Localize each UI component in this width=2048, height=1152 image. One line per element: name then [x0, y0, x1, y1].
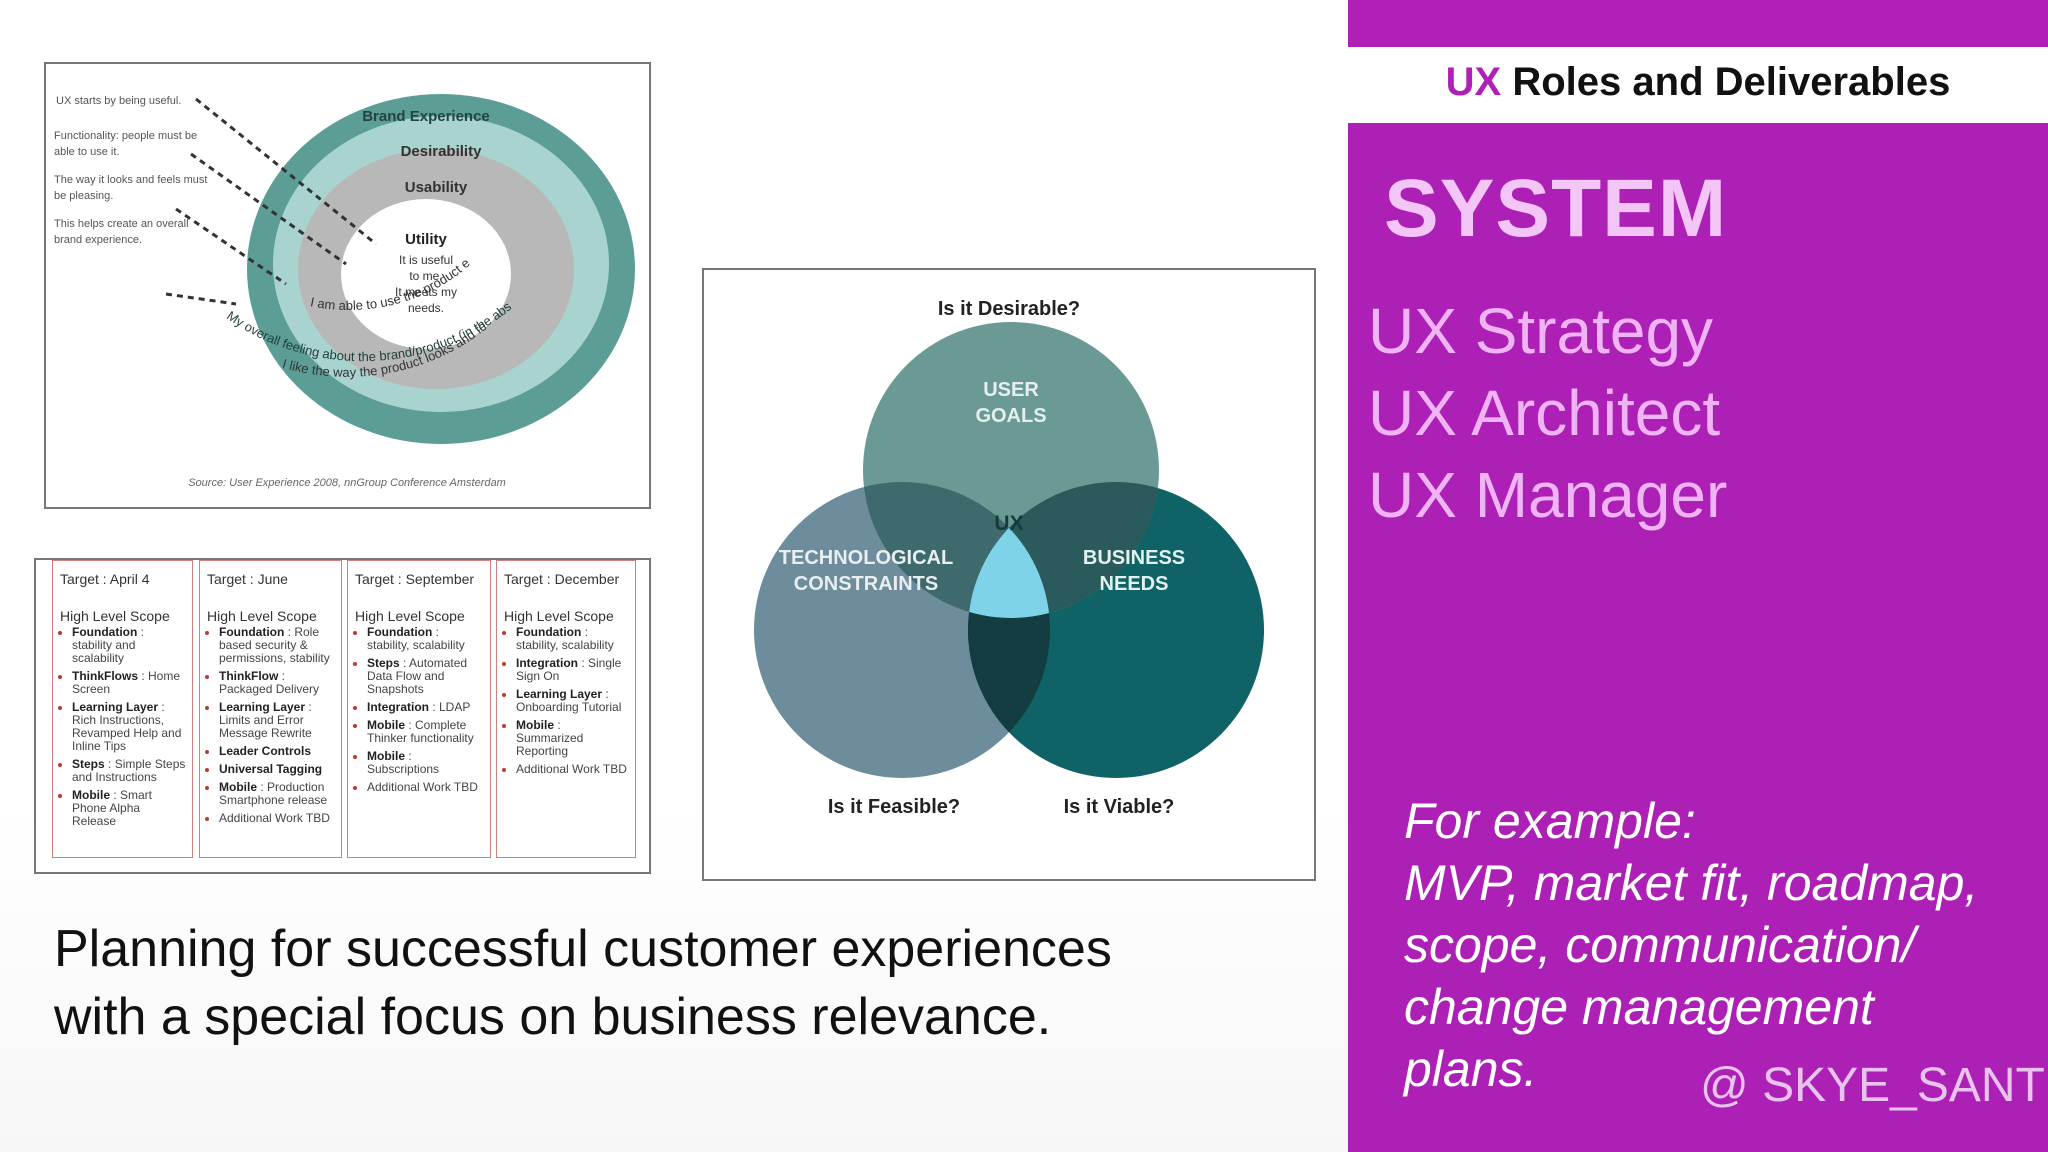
- scope-item: Additional Work TBD: [219, 812, 335, 825]
- onion-note-2: Functionality: people must be able to us…: [54, 130, 198, 158]
- scope-item: Learning Layer : Rich Instructions, Reva…: [72, 701, 186, 753]
- system-heading: SYSTEM: [1384, 163, 1728, 254]
- label-user: USER: [983, 379, 1039, 401]
- caption-line-1: Planning for successful customer experie…: [54, 920, 1112, 978]
- column-target: Target : September: [355, 571, 475, 587]
- scope-item: Learning Layer : Limits and Error Messag…: [219, 701, 335, 740]
- onion-note-4: This helps create an overall brand exper…: [54, 218, 189, 246]
- panel-title-band: [1348, 47, 2048, 123]
- column-target: Target : April 4: [60, 571, 150, 587]
- column-scope: High Level Scope: [504, 608, 614, 624]
- scope-item: Mobile : Production Smartphone release: [219, 781, 335, 807]
- label-goals: GOALS: [975, 405, 1046, 427]
- example-line: change management: [1404, 979, 1874, 1035]
- scope-item: Steps : Simple Steps and Instructions: [72, 758, 186, 784]
- ring-label-usability: Usability: [405, 179, 468, 196]
- onion-note-1: UX starts by being useful.: [56, 95, 181, 107]
- panel-title: UX Roles and Deliverables: [1348, 60, 2048, 105]
- label-technological: TECHNOLOGICAL: [779, 547, 953, 569]
- scope-item: Additional Work TBD: [367, 781, 484, 794]
- scope-item: Foundation : Role based security & permi…: [219, 626, 335, 665]
- ring-utility: [341, 199, 511, 349]
- roles-list: UX Strategy UX Architect UX Manager: [1368, 290, 1727, 536]
- panel-body: [1348, 123, 2048, 1152]
- panel-title-ux: UX: [1445, 60, 1502, 104]
- author-handle: @ SKYE_SANT: [1700, 1059, 2045, 1112]
- scope-item: Foundation : stability and scalability: [72, 626, 186, 665]
- label-business: BUSINESS: [1083, 547, 1185, 569]
- column-target: Target : June: [207, 571, 288, 587]
- scope-item: Integration : Single Sign On: [516, 657, 629, 683]
- ring-label-utility: Utility: [405, 231, 447, 248]
- scope-item: Foundation : stability, scalability: [367, 626, 484, 652]
- roadmap-column: Target : June High Level Scope Foundatio…: [199, 560, 342, 858]
- ring-label-desirability: Desirability: [401, 143, 483, 160]
- onion-note-3: The way it looks and feels must be pleas…: [54, 174, 208, 202]
- example-line: For example:: [1404, 793, 1696, 849]
- scope-item: Mobile : Summarized Reporting: [516, 719, 629, 758]
- scope-item: ThinkFlows : Home Screen: [72, 670, 186, 696]
- scope-item: Steps : Automated Data Flow and Snapshot…: [367, 657, 484, 696]
- label-constraints: CONSTRAINTS: [794, 573, 938, 595]
- column-target: Target : December: [504, 571, 620, 587]
- roadmap-column: Target : April 4 High Level Scope Founda…: [52, 560, 193, 858]
- ux-venn-diagram: Is it Desirable? Is it Feasible? Is it V…: [702, 268, 1316, 881]
- scope-item: Mobile : Subscriptions: [367, 750, 484, 776]
- scope-item: ThinkFlow : Packaged Delivery: [219, 670, 335, 696]
- question-viable: Is it Viable?: [1064, 796, 1175, 818]
- question-desirable: Is it Desirable?: [938, 298, 1080, 320]
- role-item: UX Manager: [1368, 459, 1728, 531]
- scope-item: Leader Controls: [219, 745, 335, 758]
- scope-item: Learning Layer : Onboarding Tutorial: [516, 688, 629, 714]
- example-line: MVP, market fit, roadmap,: [1404, 855, 1979, 911]
- label-needs: NEEDS: [1100, 573, 1169, 595]
- scope-item: Mobile : Smart Phone Alpha Release: [72, 789, 186, 828]
- scope-item: Additional Work TBD: [516, 763, 629, 776]
- column-scope: High Level Scope: [355, 608, 465, 624]
- roadmap-column: Target : December High Level Scope Found…: [496, 560, 636, 858]
- utility-text-2: to me.: [409, 269, 442, 283]
- roadmap-column: Target : September High Level Scope Foun…: [347, 560, 491, 858]
- onion-source: Source: User Experience 2008, nnGroup Co…: [188, 477, 506, 489]
- column-scope: High Level Scope: [207, 608, 317, 624]
- utility-text-4: needs.: [408, 301, 444, 315]
- slide-caption: Planning for successful customer experie…: [54, 915, 1112, 1051]
- column-scope: High Level Scope: [60, 608, 170, 624]
- example-line: scope, communication/: [1404, 917, 1916, 973]
- scope-item: Universal Tagging: [219, 763, 335, 776]
- role-item: UX Architect: [1368, 377, 1721, 449]
- caption-line-2: with a special focus on business relevan…: [54, 988, 1052, 1046]
- question-feasible: Is it Feasible?: [828, 796, 960, 818]
- role-item: UX Strategy: [1368, 295, 1714, 367]
- panel-top-bar: [1348, 0, 2048, 47]
- example-line: plans.: [1404, 1041, 1538, 1097]
- roadmap-table: Target : April 4 High Level Scope Founda…: [34, 558, 651, 874]
- scope-item: Foundation : stability, scalability: [516, 626, 629, 652]
- scope-item: Integration : LDAP: [367, 701, 484, 714]
- panel-title-rest: Roles and Deliverables: [1501, 60, 1951, 104]
- scope-item: Mobile : Complete Thinker functionality: [367, 719, 484, 745]
- ring-label-brand: Brand Experience: [362, 108, 490, 125]
- example-text: For example: MVP, market fit, roadmap, s…: [1404, 790, 1978, 1100]
- ux-onion-diagram: Brand Experience Desirability Usability …: [44, 62, 651, 509]
- utility-text-1: It is useful: [399, 253, 453, 267]
- utility-text-3: It meets my: [395, 285, 457, 299]
- label-ux: UX: [994, 512, 1023, 535]
